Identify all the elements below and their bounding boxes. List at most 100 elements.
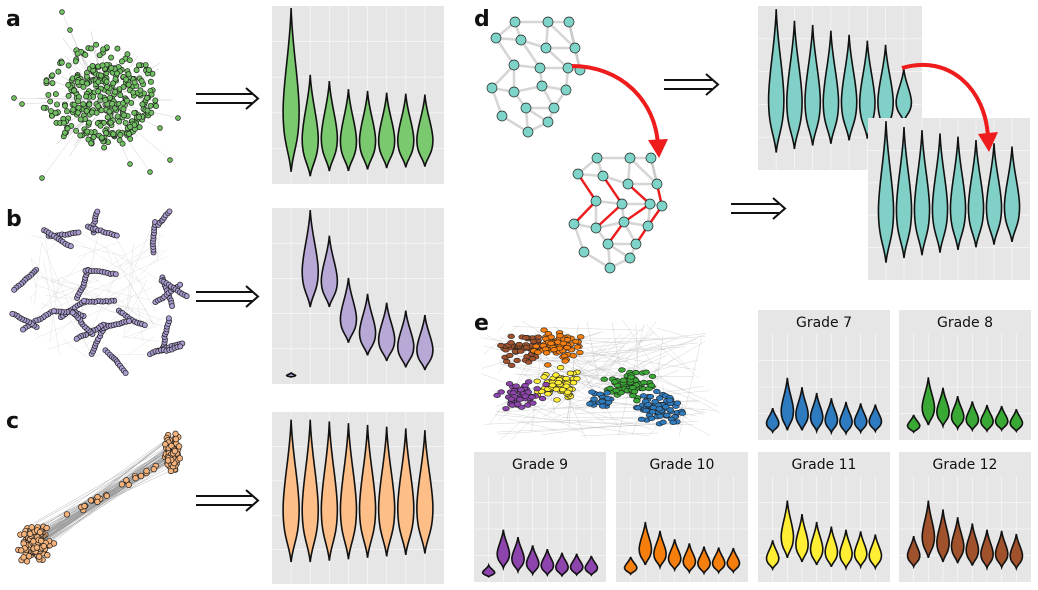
node: [147, 78, 154, 85]
edge: [51, 280, 99, 295]
node: [86, 101, 93, 108]
node: [552, 386, 561, 392]
node: [534, 62, 546, 74]
node: [54, 101, 60, 108]
violin: [320, 81, 339, 172]
node: [61, 129, 68, 136]
edge: [494, 414, 640, 427]
node: [514, 401, 522, 407]
node: [75, 229, 82, 236]
edge: [35, 287, 152, 339]
violin: [1009, 533, 1024, 572]
edge: [124, 273, 155, 326]
node: [486, 82, 498, 94]
edge: [543, 330, 654, 418]
edge: [510, 397, 583, 433]
node: [665, 397, 674, 403]
node: [64, 125, 71, 132]
node: [83, 107, 90, 114]
edge: [30, 235, 125, 257]
node: [126, 57, 133, 64]
node: [94, 498, 101, 506]
edge: [494, 37, 516, 66]
violin: [496, 529, 511, 572]
violin: [525, 545, 540, 577]
node: [114, 45, 121, 52]
edge: [122, 336, 158, 342]
node: [651, 399, 659, 405]
violin: [949, 136, 967, 251]
edge: [495, 410, 648, 437]
edge: [619, 431, 626, 435]
edge: [627, 346, 686, 351]
node: [95, 103, 102, 110]
edge: [88, 354, 145, 356]
edge: [69, 29, 101, 101]
edge: [512, 326, 643, 331]
node: [114, 70, 121, 77]
edge: [32, 454, 175, 529]
node: [80, 297, 87, 304]
node: [39, 175, 45, 181]
node: [590, 195, 602, 207]
violin: [396, 428, 415, 556]
violin-panel-b: [272, 208, 444, 384]
violin: [301, 419, 320, 563]
node: [147, 102, 154, 109]
violin: [653, 530, 667, 571]
node: [572, 168, 584, 180]
edge: [550, 346, 697, 370]
node: [177, 281, 184, 288]
panel-background: [868, 118, 1030, 280]
edge: [29, 291, 37, 298]
node: [561, 358, 569, 364]
node: [98, 134, 105, 141]
node: [26, 530, 34, 537]
violin: [921, 377, 936, 426]
node: [639, 393, 648, 399]
node: [152, 97, 159, 104]
node: [21, 531, 28, 538]
node: [540, 374, 548, 380]
violin: [980, 404, 994, 433]
edge: [645, 324, 690, 369]
node: [101, 144, 108, 151]
node: [126, 130, 132, 137]
node: [82, 51, 89, 58]
violin: [358, 293, 377, 356]
node: [67, 243, 74, 250]
node: [80, 101, 87, 108]
edge: [496, 423, 680, 433]
edge: [697, 399, 721, 414]
node: [67, 27, 73, 33]
violin: [965, 401, 980, 433]
node: [590, 396, 598, 402]
node: [61, 102, 68, 109]
edge: [35, 447, 173, 524]
node: [80, 83, 87, 90]
edge: [41, 99, 101, 179]
violin: [540, 548, 555, 578]
node: [98, 72, 105, 79]
node: [84, 73, 90, 80]
violin-panel-grade-10: Grade 10: [616, 452, 748, 582]
edge: [133, 316, 165, 339]
node: [153, 103, 160, 110]
violin: [339, 277, 358, 343]
node: [36, 529, 44, 536]
node: [144, 94, 150, 101]
node: [118, 58, 125, 65]
violin: [682, 543, 697, 575]
violin: [301, 209, 320, 308]
node: [30, 538, 37, 545]
node: [493, 392, 501, 398]
node: [108, 65, 115, 72]
edge: [611, 322, 624, 388]
node: [73, 335, 80, 342]
node: [72, 58, 79, 65]
edge: [547, 326, 644, 416]
violin: [824, 398, 839, 436]
node: [137, 472, 145, 480]
edge: [92, 277, 139, 317]
violin-panel-d-top: [758, 6, 922, 170]
